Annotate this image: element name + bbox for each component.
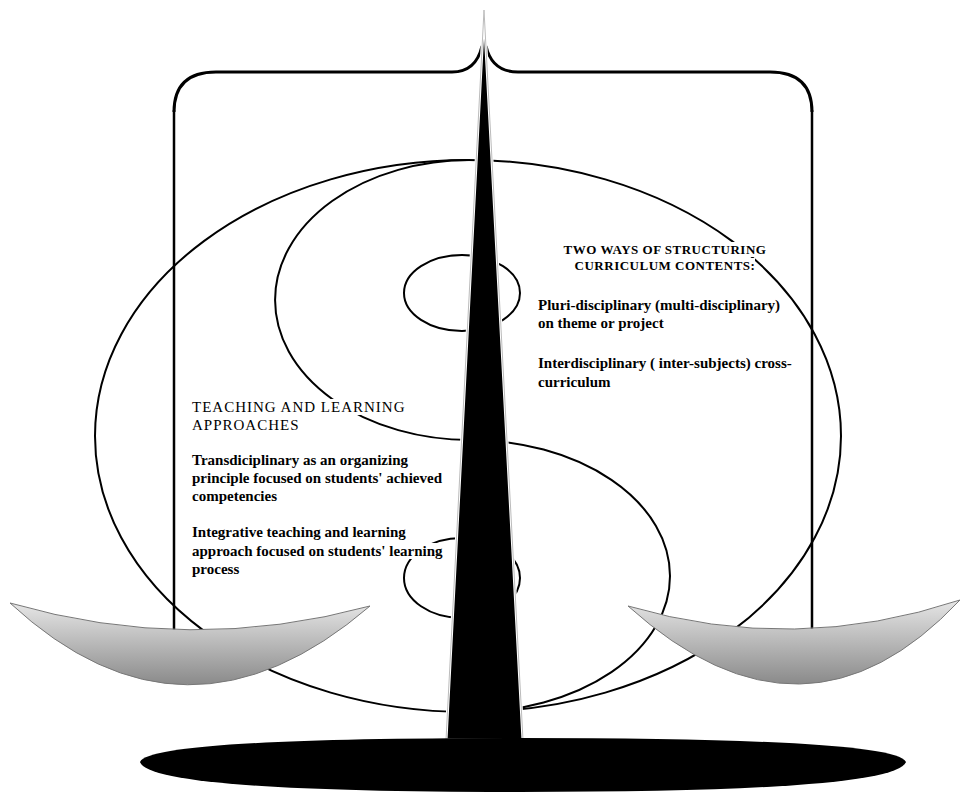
heading-text: TEACHING AND LEARNING APPROACHES <box>192 399 405 433</box>
text-block: TWO WAYS OF STRUCTURING CURRICULUM CONTE… <box>538 242 792 274</box>
body-text: Transdiciplinary as an organizing princi… <box>192 452 442 505</box>
body-text: Integrative teaching and learning approa… <box>192 524 443 577</box>
pillar-edge <box>446 10 523 740</box>
scale-base <box>140 738 906 792</box>
beam <box>486 46 812 112</box>
hanger-line <box>173 110 176 665</box>
scale-pan <box>10 603 370 685</box>
text-block: TEACHING AND LEARNING APPROACHES <box>192 398 446 435</box>
heading-text: TWO WAYS OF STRUCTURING CURRICULUM CONTE… <box>564 242 767 273</box>
text-region: TEACHING AND LEARNING APPROACHES Transdic… <box>188 396 450 580</box>
text-block: Transdiciplinary as an organizing princi… <box>192 451 446 506</box>
small-circle <box>404 255 520 331</box>
hanger-line <box>811 110 814 665</box>
text-block: Interdisciplinary ( inter-subjects) cros… <box>538 354 792 391</box>
scale-pan <box>628 600 960 684</box>
body-text: Pluri-disciplinary (multi-disciplinary) … <box>538 297 780 331</box>
beam <box>174 46 482 112</box>
text-block: Integrative teaching and learning approa… <box>192 523 446 578</box>
scale-pillar <box>446 10 523 740</box>
text-region: TWO WAYS OF STRUCTURING CURRICULUM CONTE… <box>534 240 796 393</box>
body-text: Interdisciplinary ( inter-subjects) cros… <box>538 355 792 389</box>
text-block: Pluri-disciplinary (multi-disciplinary) … <box>538 296 792 333</box>
